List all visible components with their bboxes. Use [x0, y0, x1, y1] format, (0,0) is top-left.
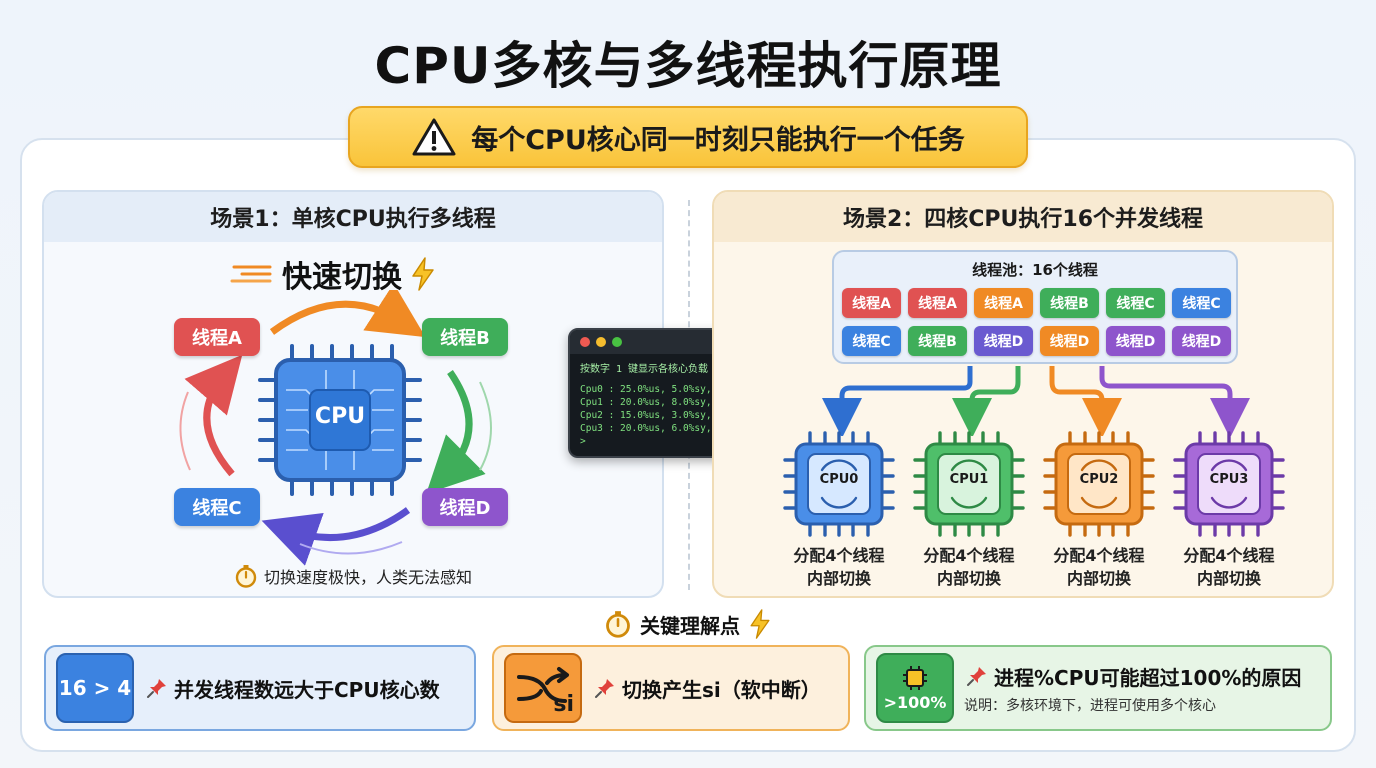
- cpu0-caption: 分配4个线程内部切换: [793, 546, 885, 588]
- cpu2-caption: 分配4个线程内部切换: [1053, 546, 1145, 588]
- warning-banner: 每个CPU核心同一时刻只能执行一个任务: [348, 106, 1028, 168]
- close-dot-icon: [580, 337, 590, 347]
- cpu1-label: CPU1: [949, 472, 989, 487]
- thread-pool: 线程池：16个线程 线程A 线程A 线程A 线程B 线程C 线程C 线程C 线程…: [832, 250, 1238, 364]
- thread-pool-title: 线程池：16个线程: [972, 261, 1098, 279]
- cpu2-chip-icon: [1043, 431, 1155, 537]
- pin-icon: [595, 679, 614, 698]
- cpu3-caption: 分配4个线程内部切换: [1183, 546, 1275, 588]
- pool-thread: 线程A: [974, 288, 1033, 318]
- thread-c: 线程C: [174, 488, 260, 526]
- cpu1-caption: 分配4个线程内部切换: [923, 546, 1015, 588]
- thread-d: 线程D: [422, 488, 508, 526]
- terminal-header: 按数字 1 键显示各核心负载: [580, 364, 709, 375]
- thread-a: 线程A: [174, 318, 260, 356]
- switch-cycle-arrows: [179, 290, 492, 566]
- cpu2-label: CPU2: [1079, 472, 1119, 487]
- warning-text: 每个CPU核心同一时刻只能执行一个任务: [471, 124, 965, 156]
- cpu3-label: CPU3: [1209, 472, 1249, 487]
- scene1-title: 场景1：单核CPU执行多线程: [44, 192, 662, 242]
- pool-thread: 线程C: [1172, 288, 1231, 318]
- distribution-arrows: [822, 366, 1250, 436]
- pool-thread: 线程D: [1106, 326, 1165, 356]
- pool-thread: 线程D: [1040, 326, 1099, 356]
- warning-icon: [412, 118, 456, 156]
- scene1-panel: 场景1：单核CPU执行多线程: [42, 190, 664, 598]
- pool-thread: 线程D: [1172, 326, 1231, 356]
- keypoint-card-cpu-percent: >100% 进程%CPU可能超过100%的原因 说明：多核环境下，进程可使用多个…: [864, 645, 1332, 731]
- lightning-icon: [412, 257, 434, 291]
- pool-thread: 线程D: [974, 326, 1033, 356]
- keypoints-title: 关键理解点: [0, 609, 1376, 639]
- terminal-prompt: >: [580, 436, 586, 447]
- over-100-badge: >100%: [876, 653, 954, 723]
- pool-thread: 线程A: [908, 288, 967, 318]
- page-title: CPU多核与多线程执行原理: [374, 37, 1002, 95]
- pool-thread: 线程B: [908, 326, 967, 356]
- cpu0-chip-icon: [783, 431, 895, 537]
- threads-vs-cores-badge: 16 > 4: [56, 653, 134, 723]
- scene2-title: 场景2：四核CPU执行16个并发线程: [714, 192, 1332, 242]
- pool-thread: 线程C: [842, 326, 901, 356]
- chip-icon: [903, 665, 927, 690]
- keypoint-card-threads: 16 > 4 并发线程数远大于CPU核心数: [44, 645, 476, 731]
- maximize-dot-icon: [612, 337, 622, 347]
- thread-b: 线程B: [422, 318, 508, 356]
- pin-icon: [967, 667, 986, 686]
- keypoint-card-softirq: si 切换产生si（软中断）: [492, 645, 850, 731]
- cpu-chip-icon: [258, 344, 422, 496]
- cpu1-chip-icon: [913, 431, 1025, 537]
- pool-thread: 线程A: [842, 288, 901, 318]
- pin-icon: [147, 679, 166, 698]
- stopwatch-icon: [606, 611, 630, 638]
- softirq-badge: si: [504, 653, 582, 723]
- pool-thread: 线程B: [1040, 288, 1099, 318]
- fast-switch-label: 快速切换: [230, 252, 436, 296]
- speed-lines-icon: [230, 265, 272, 283]
- cpu3-chip-icon: [1173, 431, 1285, 537]
- lightning-icon: [750, 609, 770, 639]
- minimize-dot-icon: [596, 337, 606, 347]
- switch-speed-note: 切换速度极快，人类无法感知: [42, 564, 664, 588]
- cpu-label: CPU: [314, 404, 366, 429]
- switch-arrows-icon: [517, 667, 569, 703]
- cpu-percent-explanation: 说明：多核环境下，进程可使用多个核心: [964, 697, 1216, 714]
- pool-thread: 线程C: [1106, 288, 1165, 318]
- cpu0-label: CPU0: [819, 472, 859, 487]
- stopwatch-icon: [235, 565, 257, 588]
